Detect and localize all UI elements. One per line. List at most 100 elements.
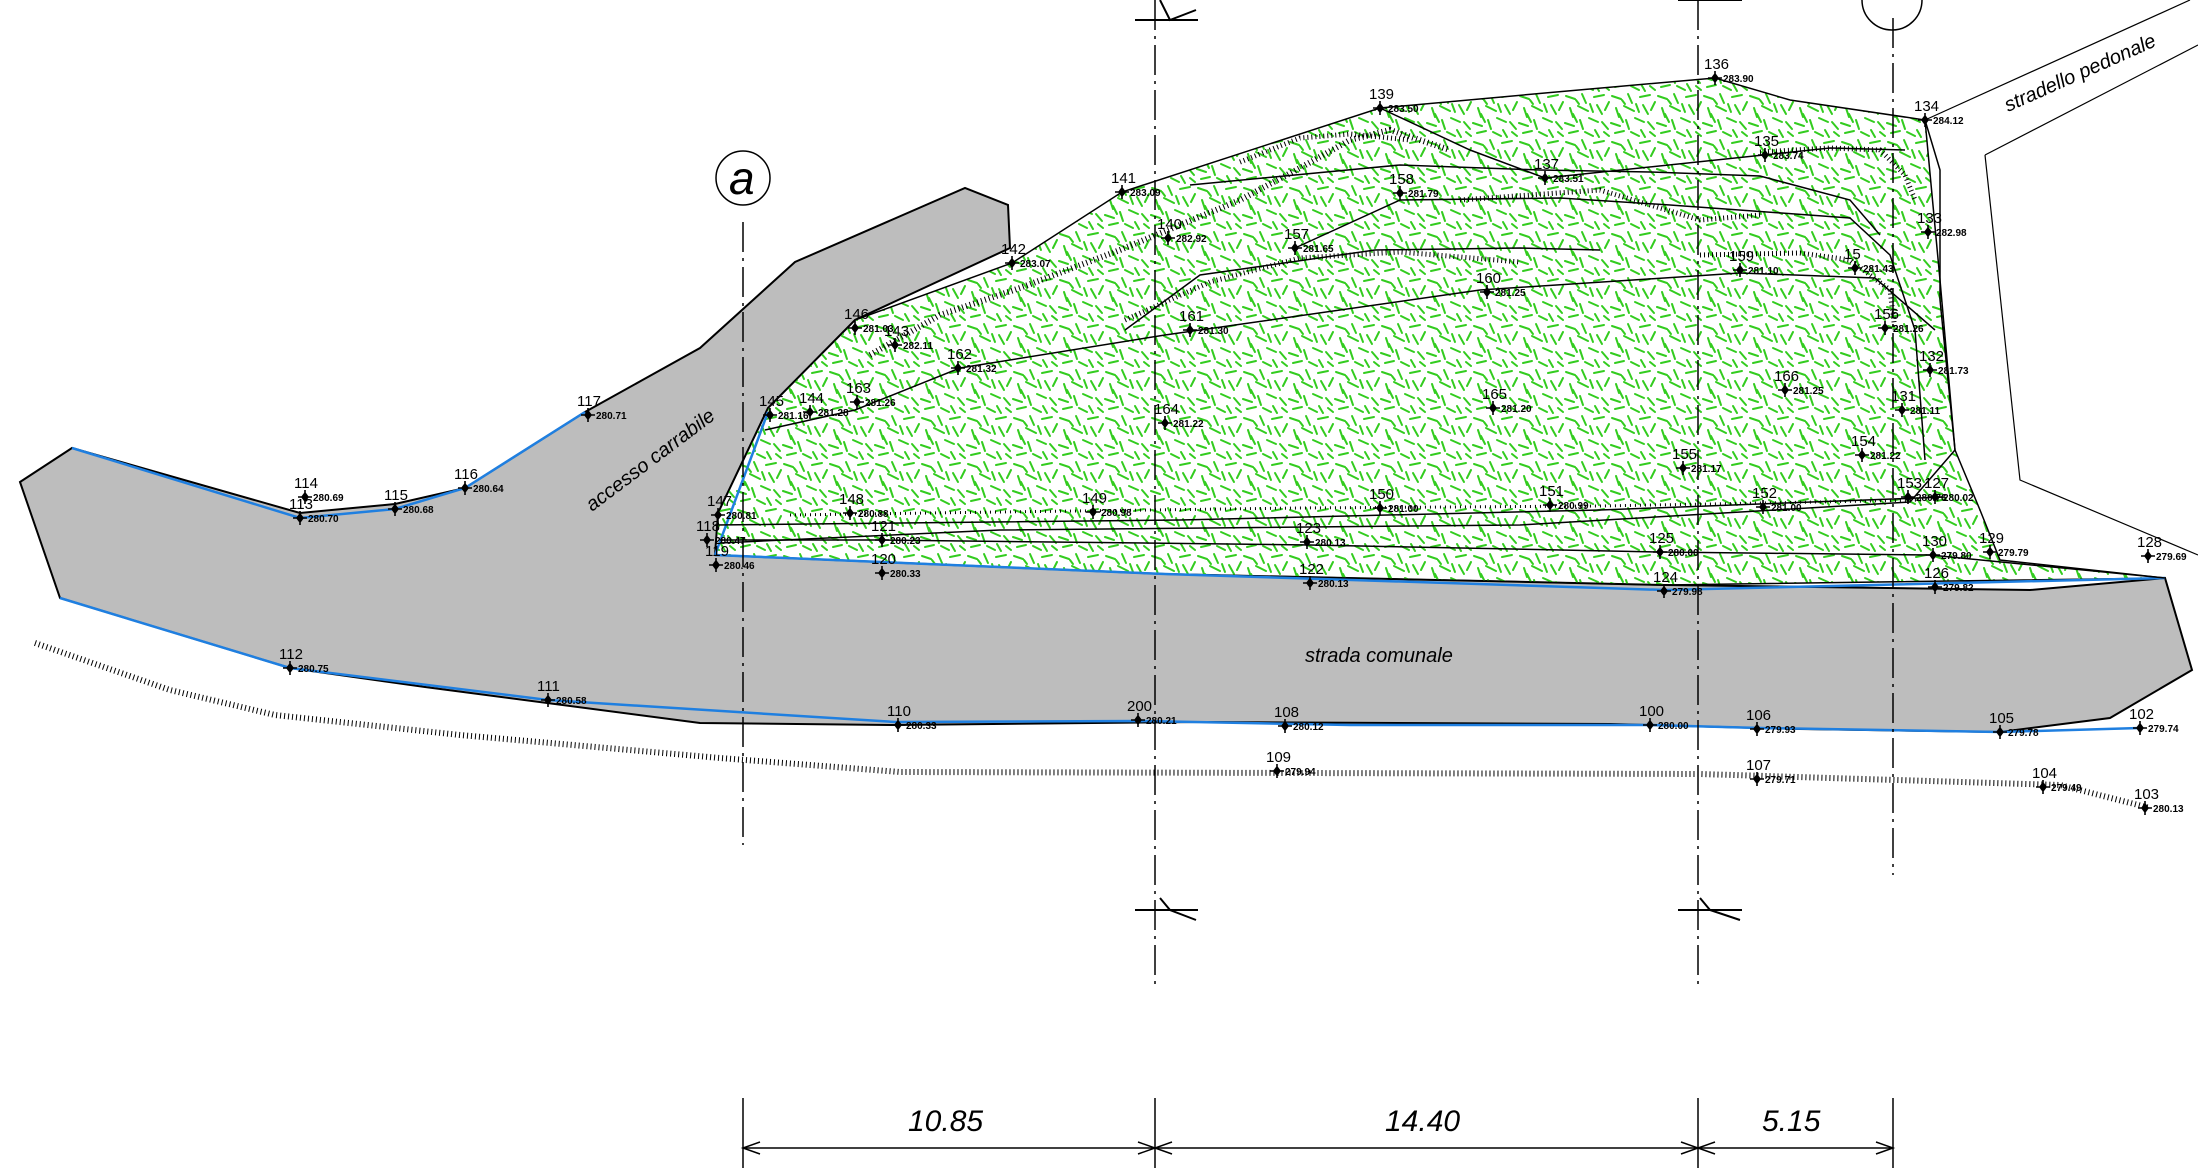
survey-point-marker bbox=[848, 321, 862, 335]
survey-point-id: 115 bbox=[384, 487, 408, 504]
survey-point-elevation: 280.64 bbox=[473, 484, 504, 495]
survey-point-elevation: 281.25 bbox=[1793, 386, 1824, 397]
survey-point-elevation: 279.80 bbox=[1941, 551, 1972, 562]
survey-point-elevation: 283.50 bbox=[1388, 104, 1419, 115]
footpath-label: stradello pedonale bbox=[2001, 30, 2159, 117]
survey-point-id: 156 bbox=[1874, 306, 1899, 323]
survey-point-marker bbox=[1115, 185, 1129, 199]
survey-point-id: 118 bbox=[696, 518, 720, 535]
survey-point-elevation: 280.47 bbox=[715, 536, 746, 547]
survey-point-marker bbox=[1288, 241, 1302, 255]
survey-point-marker bbox=[700, 533, 714, 547]
survey-point-id: 158 bbox=[1389, 171, 1414, 188]
survey-point-elevation: 280.46 bbox=[724, 561, 755, 572]
survey-point-id: 102 bbox=[2129, 706, 2154, 723]
survey-point-elevation: 280.00 bbox=[1658, 721, 1689, 732]
dimension-lines bbox=[740, 1098, 1896, 1168]
survey-point-marker bbox=[709, 558, 723, 572]
survey-point-marker bbox=[1653, 545, 1667, 559]
section-marker-label: a bbox=[729, 152, 755, 204]
survey-point-elevation: 280.58 bbox=[556, 696, 587, 707]
survey-point-id: 135 bbox=[1754, 133, 1779, 150]
survey-point-marker bbox=[2036, 780, 2050, 794]
survey-point-marker bbox=[843, 506, 857, 520]
survey-point-id: 121 bbox=[871, 518, 896, 535]
survey-point-elevation: 281.32 bbox=[966, 364, 997, 375]
survey-point-elevation: 279.82 bbox=[1943, 583, 1974, 594]
survey-point-marker bbox=[1373, 501, 1387, 515]
survey-point-marker bbox=[1643, 718, 1657, 732]
survey-point-elevation: 281.25 bbox=[1495, 288, 1526, 299]
survey-point-elevation: 279.74 bbox=[2148, 724, 2179, 735]
survey-point-elevation: 279.78 bbox=[2008, 728, 2039, 739]
survey-point-id: 117 bbox=[577, 393, 601, 410]
survey-point-id: 106 bbox=[1746, 707, 1771, 724]
survey-point-elevation: 279.98 bbox=[1672, 587, 1703, 598]
survey-point-elevation: 280.98 bbox=[1101, 508, 1132, 519]
survey-point-id: 119 bbox=[705, 543, 729, 560]
survey-point-id: 145 bbox=[759, 393, 784, 410]
survey-point-marker bbox=[1543, 498, 1557, 512]
survey-point-id: 157 bbox=[1284, 226, 1309, 243]
survey-point-id: 161 bbox=[1179, 308, 1204, 325]
survey-point-elevation: 280.76 bbox=[1916, 493, 1947, 504]
survey-point-elevation: 282.98 bbox=[1936, 228, 1967, 239]
dimension-2: 14.40 bbox=[1385, 1105, 1460, 1138]
survey-point-marker bbox=[1158, 416, 1172, 430]
survey-point-id: 160 bbox=[1476, 270, 1501, 287]
section-lines bbox=[742, 0, 1894, 985]
survey-point-id: 124 bbox=[1653, 569, 1678, 586]
survey-point-elevation: 279.69 bbox=[2156, 552, 2187, 563]
survey-point-id: 109 bbox=[1266, 749, 1291, 766]
survey-point-marker bbox=[2133, 721, 2147, 735]
survey-point-elevation: 280.33 bbox=[890, 569, 921, 580]
survey-point-id: 164 bbox=[1154, 401, 1179, 418]
survey-point-elevation: 283.51 bbox=[1553, 174, 1584, 185]
survey-point-id: 104 bbox=[2032, 765, 2057, 782]
survey-point-elevation: 281.03 bbox=[863, 324, 894, 335]
survey-point-elevation: 280.13 bbox=[1315, 538, 1346, 549]
survey-point-marker bbox=[1303, 576, 1317, 590]
survey-point-id: 163 bbox=[846, 380, 871, 397]
survey-point-marker bbox=[1086, 505, 1100, 519]
survey-point-elevation: 280.88 bbox=[858, 509, 889, 520]
survey-point-id: 162 bbox=[947, 346, 972, 363]
survey-point-elevation: 282.11 bbox=[903, 341, 933, 352]
survey-point-elevation: 279.71 bbox=[1765, 775, 1796, 786]
survey-point-id: 152 bbox=[1752, 485, 1777, 502]
survey-point-id: 127 bbox=[1924, 475, 1949, 492]
survey-point-id: 132 bbox=[1919, 348, 1944, 365]
survey-point-marker bbox=[2138, 801, 2152, 815]
section-marker-circle bbox=[715, 150, 771, 206]
survey-point-elevation: 281.30 bbox=[1198, 326, 1229, 337]
survey-point-marker bbox=[1918, 113, 1932, 127]
survey-point-id: 144 bbox=[799, 390, 824, 407]
survey-point-elevation: 281.00 bbox=[1771, 503, 1802, 514]
survey-point-elevation: 280.21 bbox=[1146, 716, 1177, 727]
survey-point-elevation: 281.43 bbox=[1863, 264, 1894, 275]
survey-point-elevation: 281.16 bbox=[778, 411, 809, 422]
survey-point-marker bbox=[1005, 256, 1019, 270]
